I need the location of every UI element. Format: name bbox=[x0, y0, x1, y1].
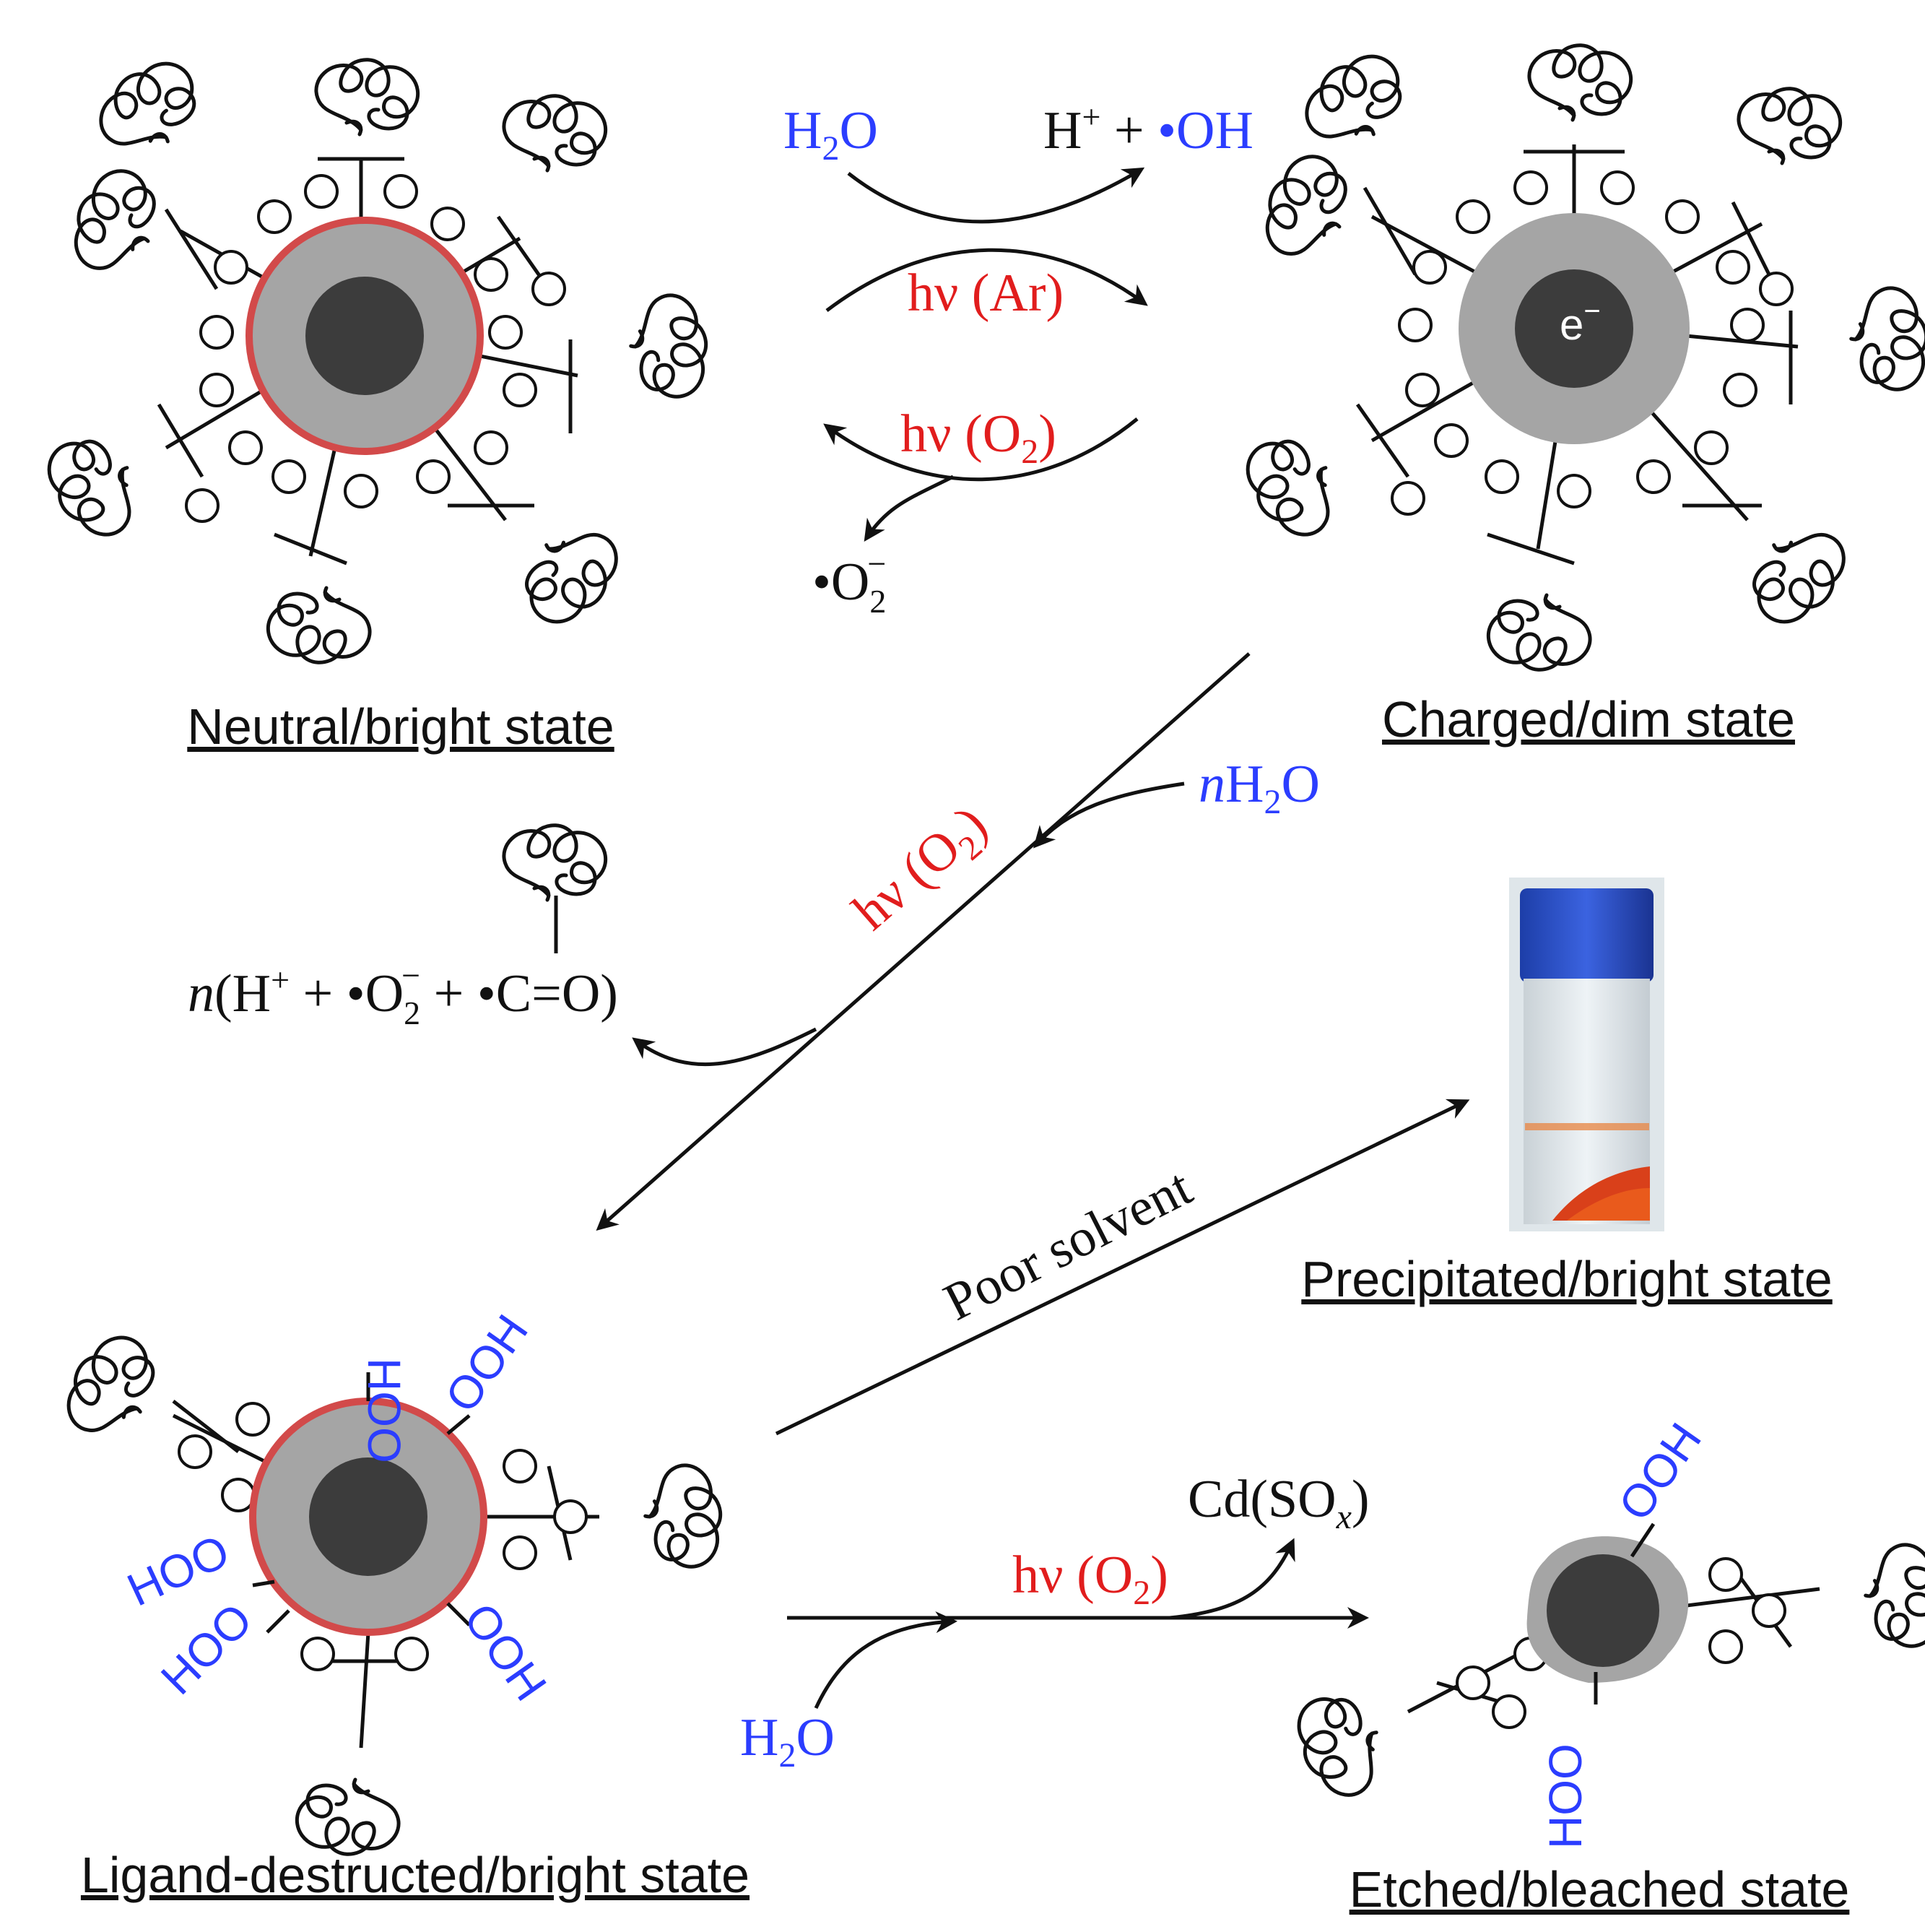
arrow-products-out bbox=[632, 1027, 817, 1067]
water-top: H2O bbox=[783, 101, 878, 168]
state-label-ligand-destructed: Ligand-destructed/bright state bbox=[81, 1847, 749, 1903]
ooh-upper-right: OOH bbox=[435, 1305, 538, 1421]
light-ar-label: hν (Ar) bbox=[908, 264, 1064, 323]
arrow-poor-solvent bbox=[775, 1099, 1470, 1436]
nanocrystal-core-destructed bbox=[309, 1457, 427, 1576]
arrow-water-in-middle bbox=[1033, 781, 1185, 849]
ligand-destructed-nanocrystal: HOO OOH HOO HOO OOH Ligand-destructed/br… bbox=[54, 1305, 749, 1903]
etched-nanocrystal: OOH HOO Etched/bleached state bbox=[1282, 1413, 1925, 1918]
state-label-neutral: Neutral/bright state bbox=[187, 698, 614, 755]
ooh-top: HOO bbox=[358, 1358, 410, 1463]
hoo-etched-bottom: HOO bbox=[1539, 1743, 1591, 1849]
arrow-water-split bbox=[847, 167, 1145, 224]
products-top: H+ + •OH bbox=[1043, 98, 1253, 160]
arrow-light-ar bbox=[825, 248, 1148, 312]
middle-reaction: nH2O hν (O2) n(H+ + •O2− + •C=O) bbox=[188, 652, 1320, 1231]
hoo-lower-left: HOO bbox=[151, 1593, 262, 1704]
nanocrystal-core bbox=[305, 277, 424, 395]
light-o2-bottom-label: hν (O2) bbox=[1012, 1546, 1168, 1612]
arrow-water-in-bottom bbox=[814, 1611, 957, 1710]
water-middle: nH2O bbox=[1199, 755, 1320, 821]
ooh-lower-right: OOH bbox=[454, 1594, 557, 1710]
etched-core bbox=[1547, 1554, 1659, 1667]
products-middle: n(H+ + •O2− + •C=O) bbox=[188, 957, 618, 1031]
top-reaction: H2O H+ + •OH hν (Ar) hν (O2) •O2− bbox=[783, 98, 1253, 620]
neutral-nanocrystal: Neutral/bright state bbox=[32, 47, 715, 755]
bottom-reaction: hν (O2) Cd(SOx) H2O bbox=[740, 1470, 1370, 1775]
superoxide-top: •O2− bbox=[812, 545, 886, 620]
arrow-superoxide bbox=[864, 475, 955, 542]
arrow-cd-out bbox=[1169, 1538, 1295, 1620]
arrow-light-o2-back bbox=[823, 417, 1139, 482]
vial-photo bbox=[1509, 878, 1664, 1231]
water-bottom: H2O bbox=[740, 1708, 835, 1775]
ligand-fragment bbox=[504, 826, 606, 953]
light-o2-top-label: hν (O2) bbox=[900, 404, 1056, 471]
charged-nanocrystal: e− Charged/dim state bbox=[1231, 40, 1925, 748]
light-o2-middle-label: hν (O2) bbox=[842, 794, 1003, 947]
cd-sox-label: Cd(SOx) bbox=[1188, 1470, 1370, 1536]
poor-solvent-label: Poor solvent bbox=[935, 1157, 1202, 1332]
nanocrystal-core-charged bbox=[1515, 269, 1633, 388]
arrow-diagonal-to-ligand-destructed bbox=[596, 652, 1251, 1231]
state-label-etched: Etched/bleached state bbox=[1350, 1861, 1850, 1918]
state-label-precipitated: Precipitated/bright state bbox=[1301, 1251, 1832, 1307]
ooh-etched-top: OOH bbox=[1608, 1413, 1711, 1530]
electron-label: e− bbox=[1560, 295, 1601, 349]
state-label-charged: Charged/dim state bbox=[1382, 691, 1795, 748]
